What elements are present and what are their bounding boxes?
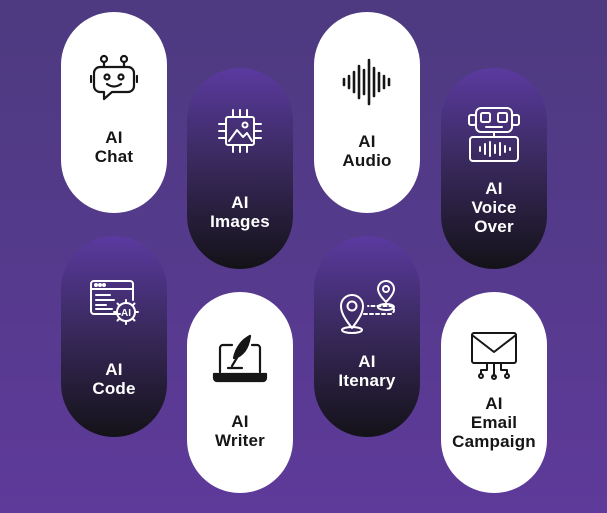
robot-chat-icon xyxy=(90,54,138,101)
feature-card-ai-voice-over[interactable]: AI Voice Over xyxy=(441,68,547,269)
robot-voice-icon xyxy=(468,107,520,162)
feature-card-ai-itenary[interactable]: AI Itenary xyxy=(314,236,420,437)
sound-wave-icon xyxy=(342,58,391,106)
feature-label-line: Writer xyxy=(214,431,265,450)
feature-label-line: AI xyxy=(485,394,503,413)
feature-label-line: AI xyxy=(231,412,249,431)
feature-card-ai-code[interactable]: AI AI Code xyxy=(61,236,167,437)
feature-label: AI Images xyxy=(210,193,270,231)
feature-card-ai-images[interactable]: AI Images xyxy=(187,68,293,269)
feature-label-line: AI xyxy=(105,128,123,147)
feature-label: AI Audio xyxy=(342,132,391,170)
feature-label-line: AI xyxy=(485,179,503,198)
feature-label-line: AI xyxy=(231,193,249,212)
feature-card-ai-email-campaign[interactable]: AI Email Campaign xyxy=(441,292,547,493)
feature-card-ai-chat[interactable]: AI Chat xyxy=(61,12,167,213)
feature-label-line: AI xyxy=(358,132,376,151)
feature-label-line: Email xyxy=(470,413,518,432)
feature-label: AI Voice Over xyxy=(471,179,516,236)
feature-label-line: AI xyxy=(105,360,123,379)
svg-text:AI: AI xyxy=(121,308,131,319)
feature-label: AI Itenary xyxy=(338,352,395,390)
feature-label-line: Campaign xyxy=(452,432,536,451)
feature-label-line: Itenary xyxy=(338,371,396,390)
feature-label-line: Code xyxy=(92,379,136,398)
email-circuit-icon xyxy=(471,332,517,380)
feature-label: AI Chat xyxy=(95,128,134,166)
code-window-gear-icon: AI xyxy=(90,280,139,325)
feature-card-ai-audio[interactable]: AI Audio xyxy=(314,12,420,213)
feature-label-line: Over xyxy=(474,217,514,236)
feature-label-line: Images xyxy=(210,212,270,231)
image-chip-icon xyxy=(218,109,262,153)
feature-label-line: Voice xyxy=(471,198,517,217)
feature-label-line: Chat xyxy=(94,147,134,166)
feature-card-ai-writer[interactable]: AI Writer xyxy=(187,292,293,493)
feature-label-line: AI xyxy=(358,352,376,371)
feature-label: AI Writer xyxy=(215,412,265,450)
feature-label: AI Code xyxy=(92,360,135,398)
feature-label: AI Email Campaign xyxy=(452,394,536,451)
map-route-pins-icon xyxy=(340,280,395,334)
laptop-quill-icon xyxy=(212,334,268,383)
feature-label-line: Audio xyxy=(342,151,392,170)
